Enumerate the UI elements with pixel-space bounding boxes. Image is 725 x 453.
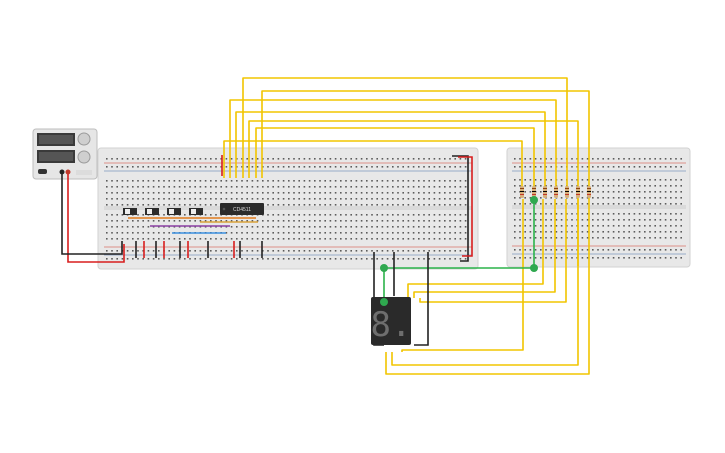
resistor-band [565,188,569,189]
power-switch[interactable] [38,169,47,174]
display-digit: 8. [371,305,412,345]
negative-terminal[interactable] [59,169,65,175]
resistor-band [543,191,547,192]
resistor-band [565,194,569,195]
resistor-band [520,194,524,195]
jumper-wires [128,217,258,234]
resistor-band [543,188,547,189]
resistor-band [587,191,591,192]
resistor-band [520,191,524,192]
main-breadboard [97,147,479,270]
resistor-band [587,188,591,189]
node-display-cathode [380,298,388,306]
resistor-band [532,194,536,195]
ic-label: CD4511 [233,207,251,213]
resistor-band [565,191,569,192]
yellow-wires [223,77,590,375]
resistor-band [543,194,547,195]
resistor-band [554,188,558,189]
resistor-band [587,194,591,195]
current-knob[interactable] [77,150,91,164]
voltage-knob[interactable] [77,132,91,146]
resistor-band [554,194,558,195]
wire-nodes [380,196,538,306]
resistor-band [520,188,524,189]
power-supply[interactable] [32,128,98,180]
resistor-band [532,188,536,189]
resistor-band [576,194,580,195]
resistor-band [532,191,536,192]
seven-segment-display[interactable]: 8. [371,297,412,345]
resistor-band [576,191,580,192]
resistor-band [554,191,558,192]
node-left-rail [380,264,388,272]
dip-switches[interactable] [123,208,203,215]
positive-terminal[interactable] [65,169,71,175]
power-wires [61,155,473,346]
node-resistor-common [530,196,538,204]
right-breadboard [506,147,691,268]
node-right-rail [530,264,538,272]
resistor-array [520,186,591,198]
green-wires [383,200,535,302]
decoder-ic[interactable]: CD4511 [220,203,264,215]
resistor-band [576,188,580,189]
